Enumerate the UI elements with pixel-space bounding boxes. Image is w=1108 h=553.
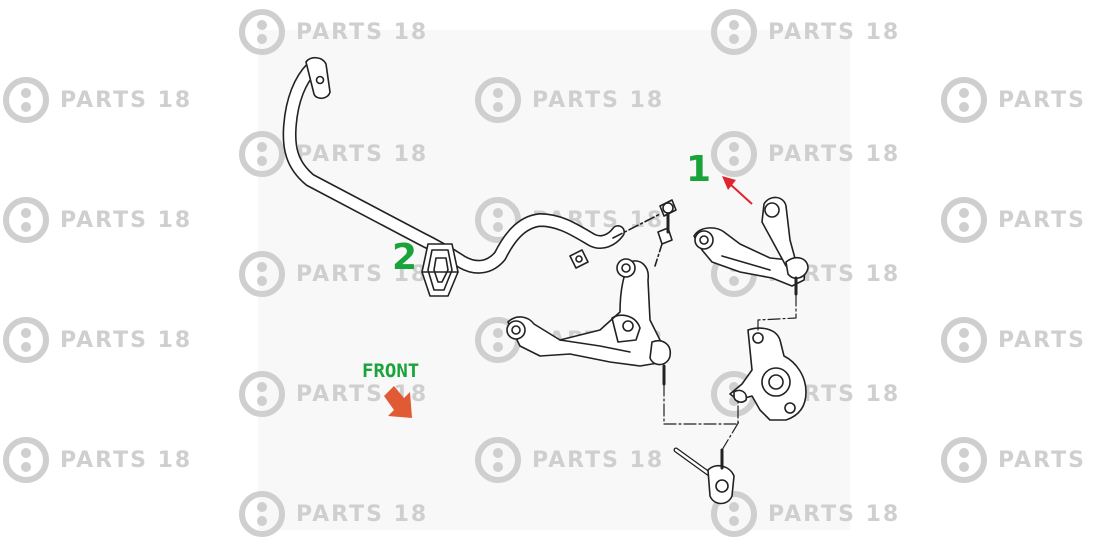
watermark: PARTS 18 (238, 8, 428, 56)
lower-control-arm (506, 258, 672, 386)
watermark: PARTS 18 (710, 130, 900, 178)
watermark: PARTS 18 (238, 250, 428, 298)
parts18-logo-icon (3, 197, 49, 243)
stabilizer-link (569, 199, 677, 269)
parts18-logo-icon (475, 437, 521, 483)
watermark-text: PARTS 18 (296, 141, 429, 167)
watermark: PARTS (940, 196, 1086, 244)
upper-control-arm (693, 196, 809, 296)
assembly-lines (663, 293, 797, 451)
watermark: PARTS (940, 436, 1086, 484)
watermark-text: PARTS (998, 327, 1086, 353)
watermark: PARTS 18 (474, 436, 664, 484)
watermark-text: PARTS 18 (768, 19, 901, 45)
watermark-text: PARTS 18 (296, 19, 429, 45)
watermark-text: PARTS 18 (60, 207, 193, 233)
watermark-text: PARTS (998, 447, 1086, 473)
front-label: FRONT (362, 360, 420, 382)
callout-1-pointer-arrow (722, 176, 753, 205)
parts18-logo-icon (941, 437, 987, 483)
watermark-text: PARTS 18 (296, 501, 429, 527)
watermark: PARTS 18 (710, 490, 900, 538)
parts18-logo-icon (941, 197, 987, 243)
watermark-text: PARTS 18 (60, 447, 193, 473)
watermark-text: PARTS 18 (296, 261, 429, 287)
parts18-logo-icon (475, 197, 521, 243)
watermark: PARTS 18 (474, 76, 664, 124)
parts18-logo-icon (711, 9, 757, 55)
parts18-logo-icon (941, 317, 987, 363)
parts18-logo-icon (3, 437, 49, 483)
watermark: PARTS 18 (2, 436, 192, 484)
watermark: PARTS 18 (2, 196, 192, 244)
watermark-text: PARTS 18 (60, 327, 193, 353)
parts18-logo-icon (3, 317, 49, 363)
watermark: PARTS (940, 316, 1086, 364)
watermark-text: PARTS 18 (60, 87, 193, 113)
watermark: PARTS 18 (710, 8, 900, 56)
watermark: PARTS 18 (2, 76, 192, 124)
parts18-logo-icon (941, 77, 987, 123)
watermark: PARTS 18 (2, 316, 192, 364)
steering-knuckle (729, 327, 807, 421)
watermark: PARTS 18 (238, 490, 428, 538)
stabilizer-bushing (421, 243, 459, 297)
watermark: PARTS (940, 76, 1086, 124)
parts18-logo-icon (239, 251, 285, 297)
parts18-logo-icon (239, 9, 285, 55)
front-direction-arrow (384, 386, 412, 418)
watermark: PARTS 18 (238, 130, 428, 178)
parts18-logo-icon (711, 491, 757, 537)
watermark-text: PARTS (998, 87, 1086, 113)
callout-1-label: 1 (686, 149, 712, 190)
parts18-logo-icon (239, 131, 285, 177)
parts18-logo-icon (711, 131, 757, 177)
watermark-text: PARTS 18 (768, 141, 901, 167)
watermark-text: PARTS 18 (532, 447, 665, 473)
tie-rod-end (673, 447, 735, 505)
stabilizer-bar (282, 56, 625, 274)
parts18-logo-icon (475, 77, 521, 123)
watermark-text: PARTS (998, 207, 1086, 233)
parts18-logo-icon (3, 77, 49, 123)
watermark-text: PARTS 18 (768, 501, 901, 527)
callout-2-label: 2 (392, 237, 418, 278)
watermark-text: PARTS 18 (532, 87, 665, 113)
parts18-logo-icon (239, 371, 285, 417)
parts18-logo-icon (239, 491, 285, 537)
